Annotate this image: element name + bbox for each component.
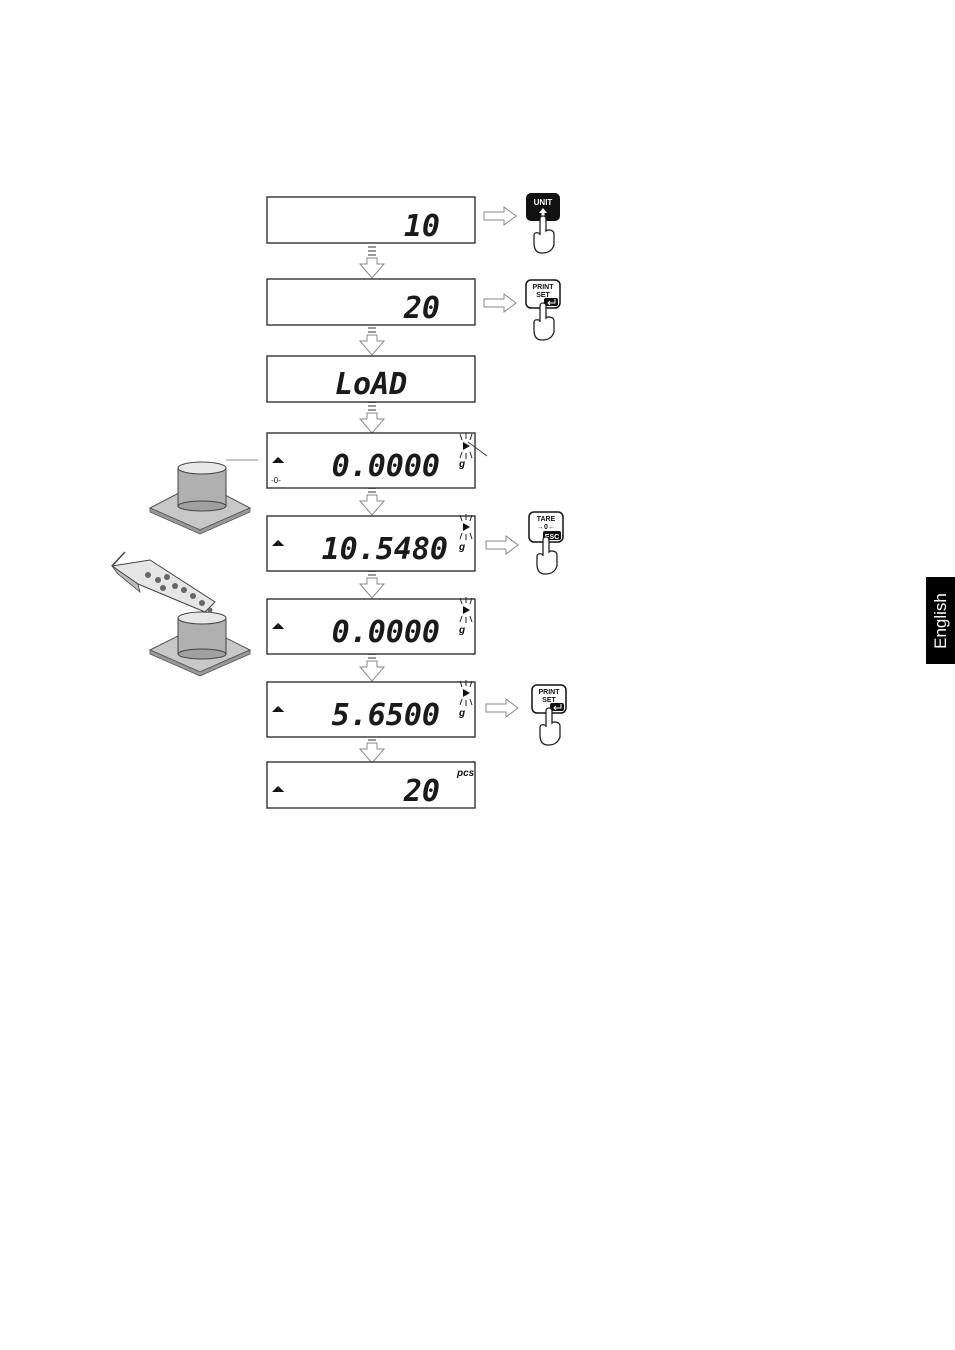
unit-key[interactable]: UNIT <box>526 193 560 253</box>
display-value: 10.5480 <box>322 532 448 567</box>
display-value: 20 <box>403 291 440 326</box>
scoop-pouring-illustration <box>112 552 250 676</box>
right-arrow <box>484 294 516 312</box>
flow-arrow <box>360 401 384 433</box>
balance-display-5: ◢◣ 10.5480 g <box>267 514 475 571</box>
display-unit: g <box>458 625 465 636</box>
display-unit: g <box>458 708 465 719</box>
display-value: 0.0000 <box>332 615 440 650</box>
flow-arrow <box>360 323 384 355</box>
container-on-pan-illustration <box>150 460 258 534</box>
language-tab-label: English <box>931 593 951 649</box>
pointing-hand-icon <box>534 216 554 253</box>
display-value: 0.0000 <box>332 449 440 484</box>
print-set-key[interactable]: PRINT SET <box>526 280 560 340</box>
stable-indicator: ◢◣ <box>272 538 285 547</box>
balance-display-3: LoAD <box>267 356 475 402</box>
right-arrow <box>486 699 518 717</box>
flow-arrow <box>360 246 384 278</box>
stable-indicator: ◢◣ <box>272 784 285 793</box>
display-value: 20 <box>403 774 440 809</box>
display-unit: g <box>458 459 465 470</box>
right-arrow <box>484 207 516 225</box>
display-value: 5.6500 <box>332 698 440 733</box>
set-key-label: SET <box>536 292 550 299</box>
balance-display-1: 10 <box>267 197 475 244</box>
print-set-key-2[interactable]: PRINT SET <box>532 685 566 745</box>
print-key-label: PRINT <box>533 284 555 291</box>
tare-key-label: TARE <box>537 516 556 523</box>
display-unit: g <box>458 542 465 553</box>
display-unit: pcs <box>456 768 475 779</box>
display-value: LoAD <box>335 367 407 402</box>
set-key-label: SET <box>542 697 556 704</box>
stable-indicator: ◢◣ <box>272 621 285 630</box>
balance-display-6: ◢◣ 0.0000 g <box>267 597 475 654</box>
language-tab: English <box>926 577 955 664</box>
display-value: 10 <box>404 209 440 244</box>
zero-key-label: →0← <box>537 524 555 531</box>
balance-display-8: ◢◣ 20 pcs <box>267 762 475 809</box>
balance-display-7: ◢◣ 5.6500 g <box>267 680 475 737</box>
stable-indicator: ◢◣ <box>272 455 285 464</box>
print-key-label: PRINT <box>539 689 561 696</box>
balance-display-2: 20 <box>267 279 475 326</box>
balance-display-4: ◢◣ -0- 0.0000 g <box>267 433 487 488</box>
tare-key[interactable]: TARE →0← ESC <box>529 512 563 574</box>
right-arrow <box>486 536 518 554</box>
unit-key-label: UNIT <box>534 198 553 207</box>
stable-indicator: ◢◣ <box>272 704 285 713</box>
zero-indicator: -0- <box>271 476 281 485</box>
